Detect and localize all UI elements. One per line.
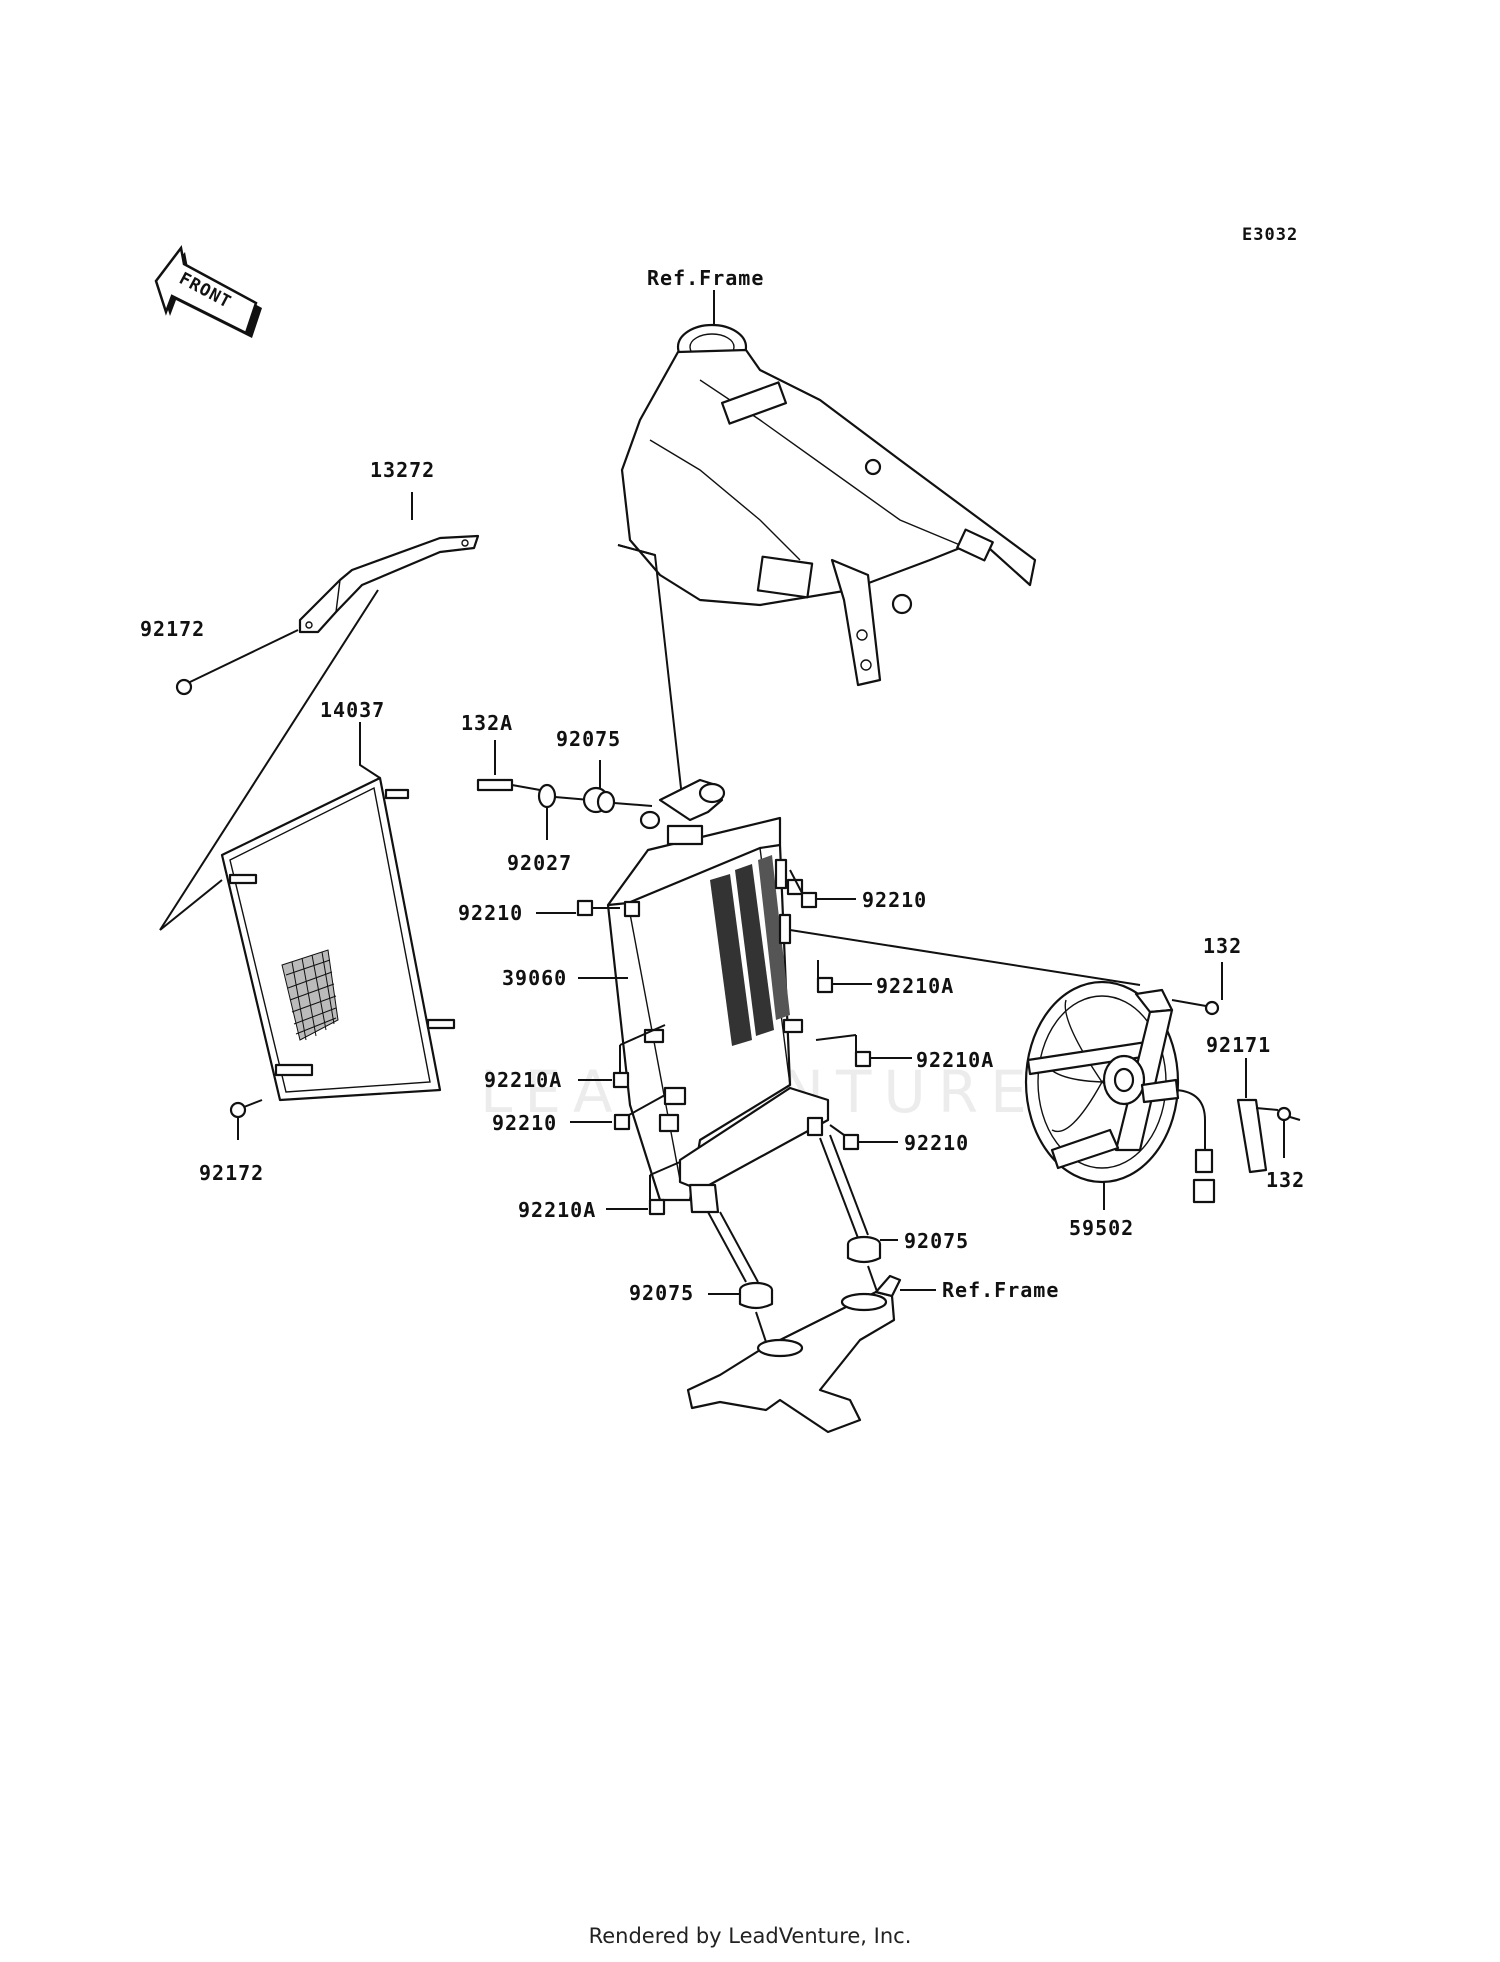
grommet-92075-bottom bbox=[708, 1281, 774, 1310]
grille-mesh-pattern bbox=[281, 949, 339, 1041]
label-92075-right: 92075 bbox=[904, 1229, 969, 1253]
label-92210A-right-2: 92210A bbox=[916, 1048, 994, 1072]
label-92027: 92027 bbox=[507, 851, 572, 875]
grommet-92075-top bbox=[582, 760, 653, 814]
frame-lower-bracket bbox=[686, 1265, 936, 1434]
label-13272: 13272 bbox=[370, 458, 435, 482]
label-92075-top: 92075 bbox=[556, 727, 621, 751]
diagram-code: E3032 bbox=[1242, 225, 1298, 245]
label-92171: 92171 bbox=[1206, 1033, 1271, 1057]
clip-92210A-left bbox=[578, 1024, 666, 1089]
grommet-92075-right bbox=[846, 1235, 898, 1264]
label-92172-top: 92172 bbox=[140, 617, 205, 641]
clip-92210A-right-2 bbox=[815, 1034, 912, 1068]
label-39060: 39060 bbox=[502, 966, 567, 990]
label-92210A-right-1: 92210A bbox=[876, 974, 954, 998]
front-arrow-icon: FRONT bbox=[154, 244, 262, 338]
clip-92210-right-top bbox=[789, 869, 856, 909]
radiator-39060 bbox=[606, 778, 830, 1214]
label-92210A-left: 92210A bbox=[484, 1068, 562, 1092]
footer-credit: Rendered by LeadVenture, Inc. bbox=[588, 1924, 912, 1948]
clip-92210-left-mid bbox=[570, 1094, 666, 1131]
label-92210-right-top: 92210 bbox=[862, 888, 927, 912]
clip-92210-left-top bbox=[536, 899, 620, 917]
label-92210-left-mid: 92210 bbox=[492, 1111, 557, 1135]
label-14037: 14037 bbox=[320, 698, 385, 722]
bolt-132-bottom bbox=[1276, 1106, 1301, 1158]
grille-14037 bbox=[159, 776, 456, 1102]
radiator-fins bbox=[710, 855, 790, 1046]
bolt-132A bbox=[476, 740, 541, 792]
washer-92027 bbox=[537, 783, 591, 840]
label-92210-left-top: 92210 bbox=[458, 901, 523, 925]
clip-92210-right-bottom bbox=[829, 1124, 898, 1151]
label-132A: 132A bbox=[461, 711, 513, 735]
label-132-bottom: 132 bbox=[1266, 1168, 1305, 1192]
label-92172-bottom: 92172 bbox=[199, 1161, 264, 1185]
clip-92210A-right-1 bbox=[816, 960, 872, 994]
label-92075-bottom: 92075 bbox=[629, 1281, 694, 1305]
fan-59502 bbox=[1024, 980, 1216, 1204]
label-ref-frame-top: Ref.Frame bbox=[647, 266, 764, 290]
bolt-132-top bbox=[1171, 962, 1223, 1016]
screw-92172-top bbox=[175, 629, 299, 696]
frame-upper-drawing bbox=[620, 290, 1037, 687]
bracket-13272 bbox=[298, 534, 480, 634]
clip-92210A-left-bottom bbox=[606, 1161, 681, 1216]
screw-92172-bottom bbox=[229, 1099, 263, 1140]
label-132-top: 132 bbox=[1203, 934, 1242, 958]
label-92210-right-bottom: 92210 bbox=[904, 1131, 969, 1155]
label-ref-frame-bottom: Ref.Frame bbox=[942, 1278, 1059, 1302]
label-92210A-left-bottom: 92210A bbox=[518, 1198, 596, 1222]
clamp-92171 bbox=[1236, 1058, 1279, 1174]
label-59502: 59502 bbox=[1069, 1216, 1134, 1240]
